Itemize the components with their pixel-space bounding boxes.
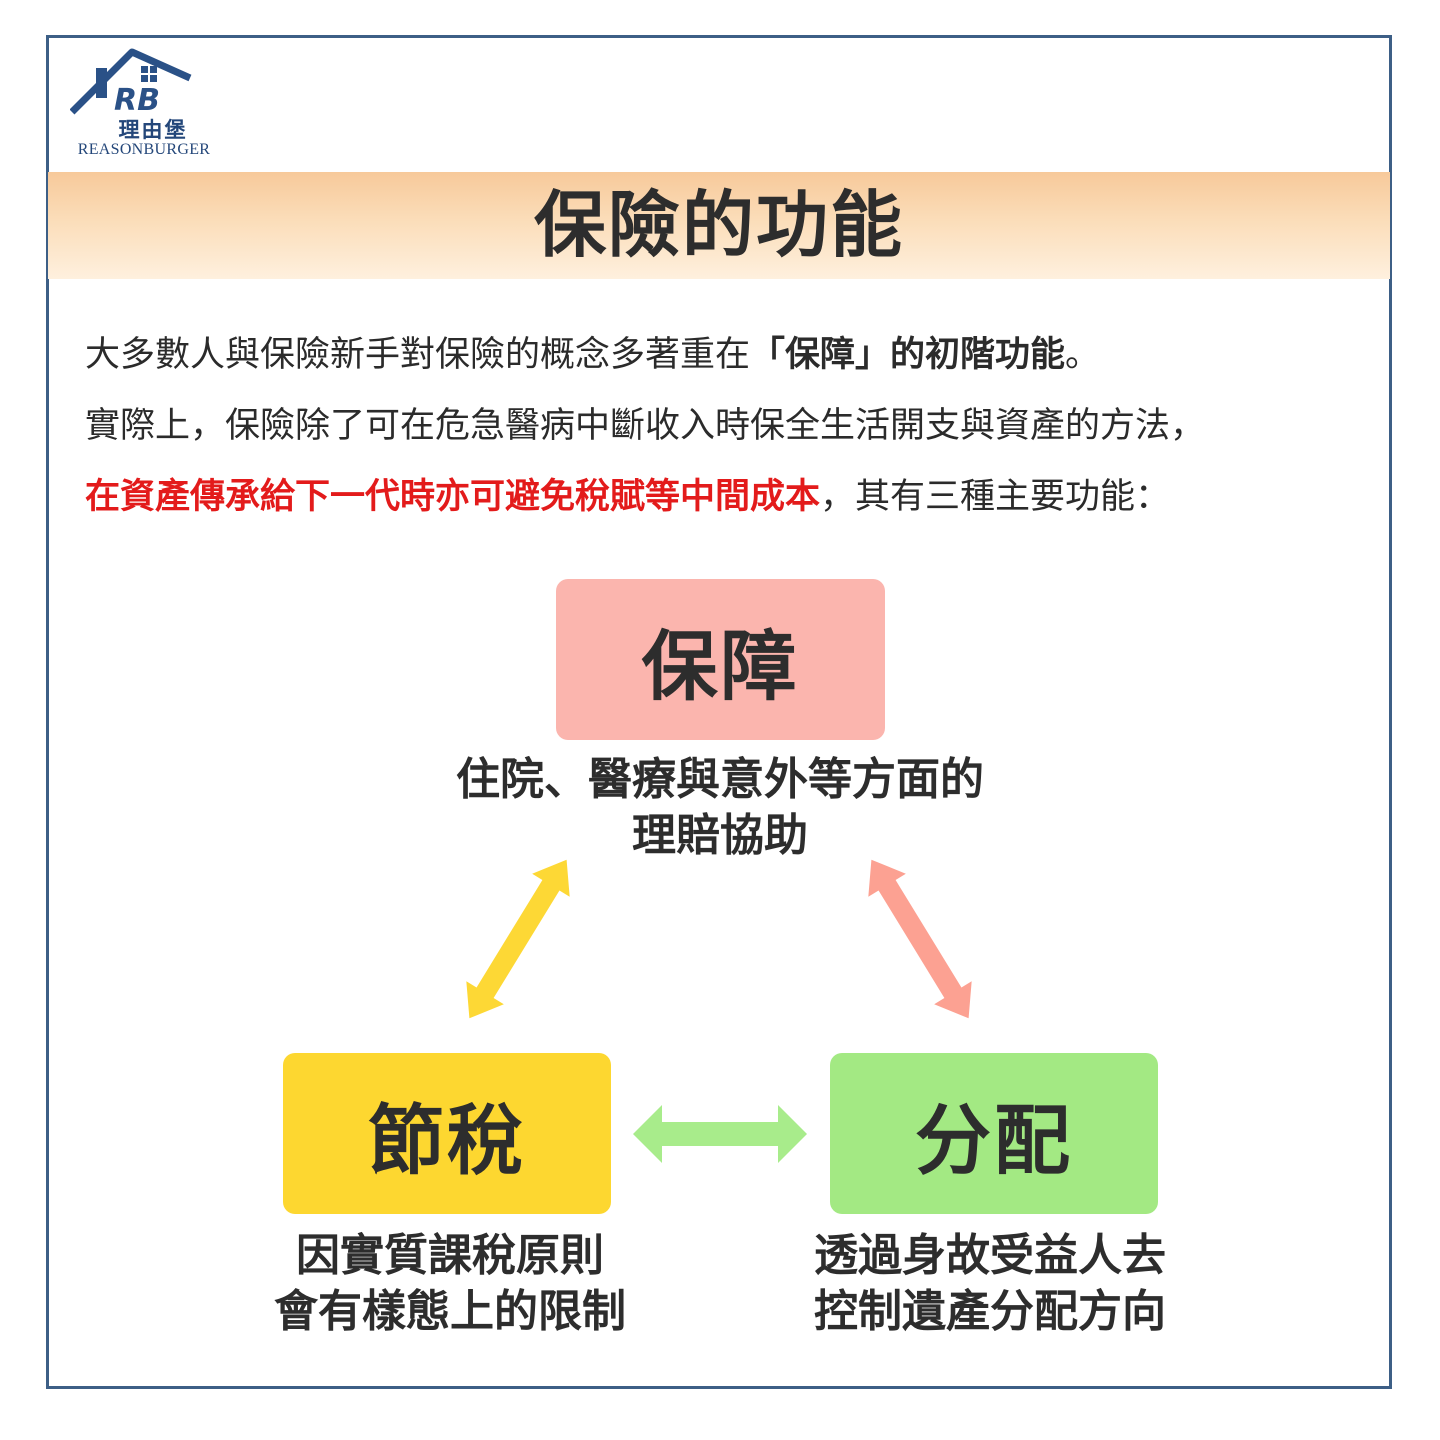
intro-line-3-text: ，其有三種主要功能：	[820, 477, 1171, 517]
distribution-box: 分配	[830, 1053, 1158, 1214]
distribution-description: 透過身故受益人去 控制遺產分配方向	[760, 1228, 1220, 1340]
arrow-protection-tax	[466, 859, 570, 1019]
arrow-tax-distribution	[633, 1105, 807, 1163]
tax-saving-description: 因實質課稅原則 會有樣態上的限制	[210, 1228, 690, 1340]
intro-line-1-text: 大多數人與保險新手對保險的概念多著重在	[85, 335, 751, 375]
logo-mark-letters: RB	[114, 83, 160, 118]
intro-line-3-highlight: 在資產傳承給下一代時亦可避免稅賦等中間成本	[85, 477, 821, 517]
tax-desc-line-2: 會有樣態上的限制	[274, 1286, 626, 1337]
page-frame	[46, 35, 1392, 1389]
distribution-label: 分配	[915, 1095, 1073, 1185]
reasonburger-logo: RB 理由堡 REASONBURGER	[70, 48, 220, 166]
title-banner: 保險的功能	[48, 172, 1390, 279]
intro-line-1: 大多數人與保險新手對保險的概念多著重在「保障」的初階功能。	[85, 326, 1100, 377]
distribution-desc-line-1: 透過身故受益人去	[814, 1230, 1166, 1281]
intro-line-2: 實際上，保險除了可在危急醫病中斷收入時保全生活開支與資產的方法，	[85, 406, 1206, 446]
protection-label: 保障	[641, 621, 800, 711]
protection-desc-line-1: 住院、醫療與意外等方面的	[456, 754, 984, 805]
protection-description: 住院、醫療與意外等方面的 理賠協助	[400, 752, 1040, 864]
tax-saving-box: 節稅	[283, 1053, 611, 1214]
tax-desc-line-1: 因實質課稅原則	[296, 1230, 604, 1281]
intro-line-1-end: 。	[1065, 335, 1101, 375]
intro-line-1-bold: 「保障」的初階功能	[750, 335, 1066, 375]
logo-name-cn: 理由堡	[118, 117, 188, 142]
arrow-protection-distribution	[868, 859, 972, 1019]
page-title: 保險的功能	[533, 183, 904, 267]
distribution-desc-line-2: 控制遺產分配方向	[814, 1286, 1166, 1337]
protection-desc-line-2: 理賠協助	[632, 810, 808, 861]
intro-line-3: 在資產傳承給下一代時亦可避免稅賦等中間成本，其有三種主要功能：	[85, 468, 1170, 519]
house-logo-icon: RB	[70, 48, 192, 118]
logo-name-en: REASONBURGER	[77, 141, 211, 158]
tax-saving-label: 節稅	[368, 1095, 526, 1185]
protection-box: 保障	[556, 579, 885, 740]
